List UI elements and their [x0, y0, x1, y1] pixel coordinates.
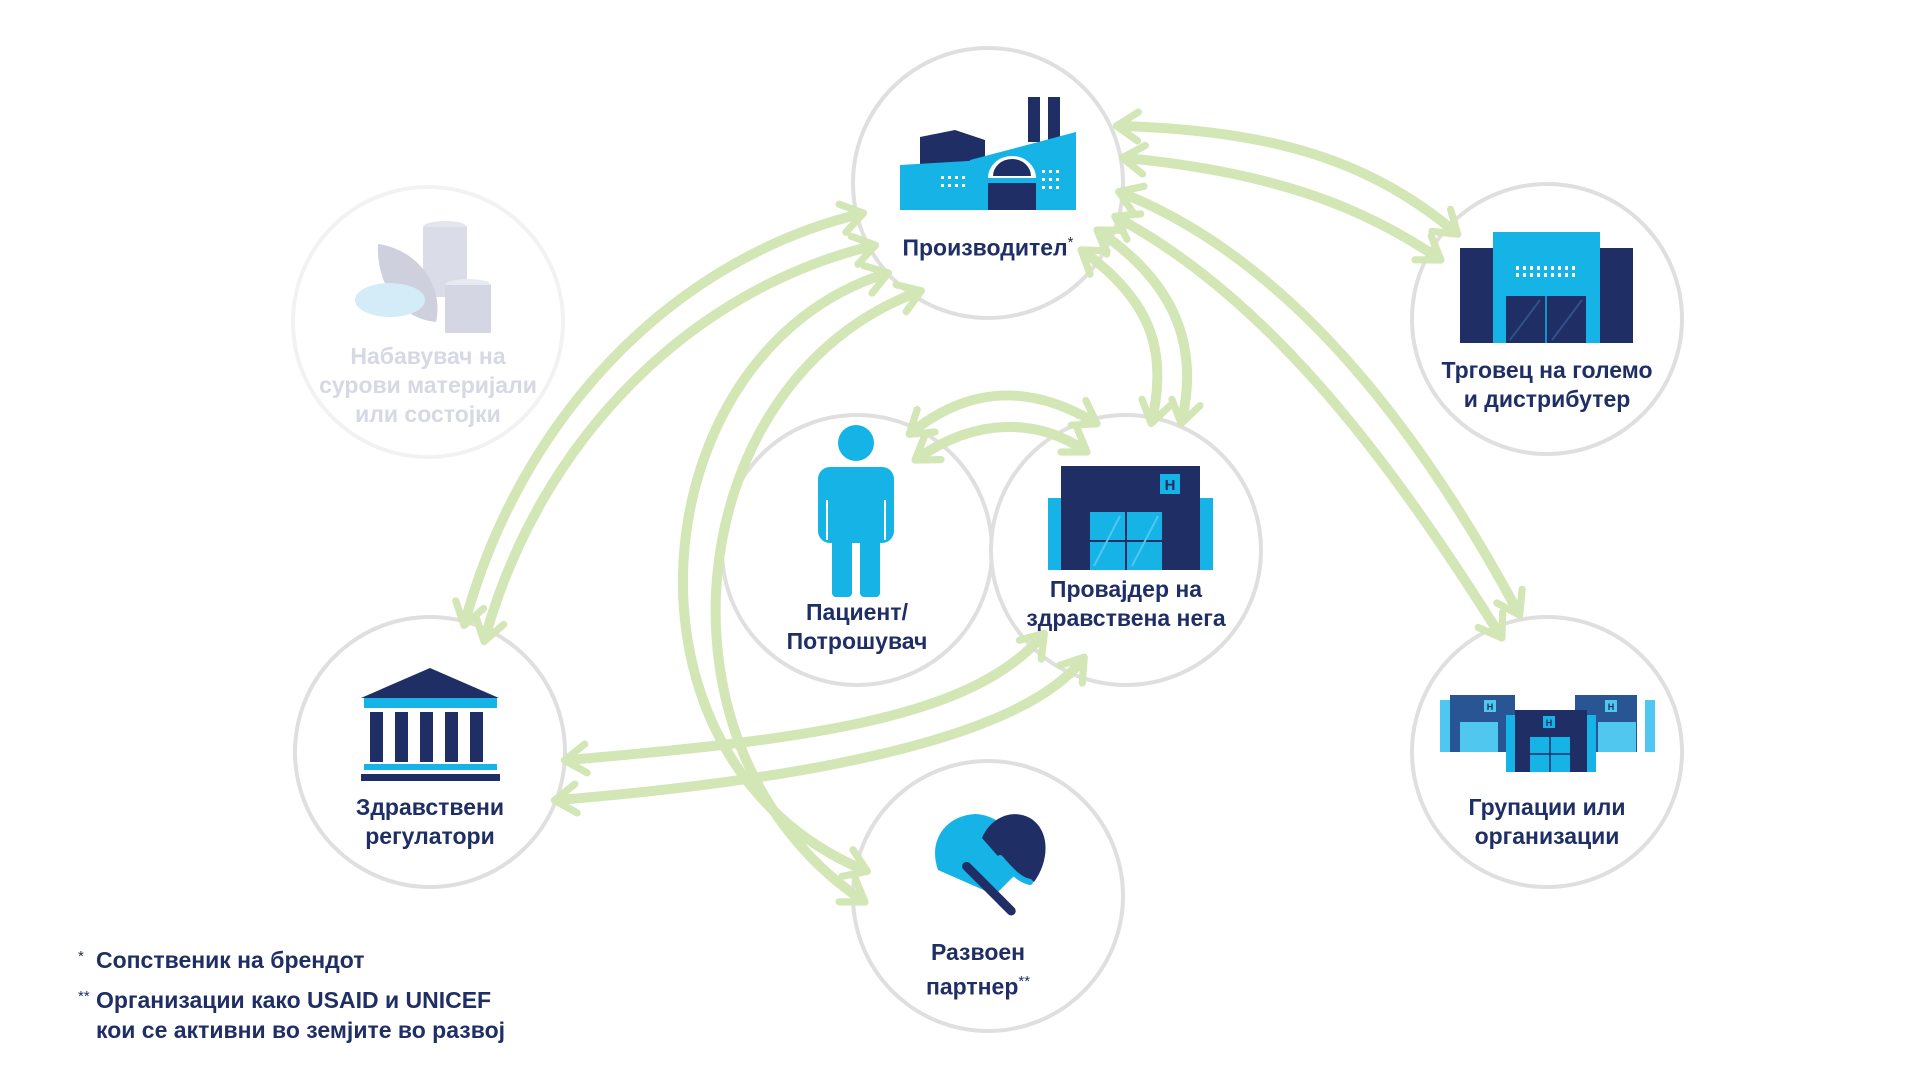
arrow-patient-provider-lower	[911, 422, 1091, 464]
arrow-manufacturer-partner-inner	[710, 281, 925, 906]
hospital-icon: H	[1048, 466, 1213, 570]
raw-supplier-line-1: Набавувач на	[350, 343, 506, 369]
arrow-manufacturer-regulators-inner	[472, 232, 880, 646]
raw-materials-icon	[355, 221, 491, 333]
provider-line-2: здравствена нега	[1026, 605, 1226, 631]
patient-line-2: Потрошувач	[786, 628, 928, 654]
regulators-line-2: регулатори	[365, 823, 495, 849]
handshake-icon	[935, 814, 1046, 916]
footnote-brand-owner: * Сопственик на брендот	[78, 945, 365, 975]
raw-supplier-line-2: сурови материјали	[319, 372, 537, 398]
arrow-manufacturer-provider-2	[1077, 246, 1174, 428]
partner-line-2-text: партнер	[925, 973, 1019, 1000]
partner-label: Развоен партнер**	[878, 938, 1078, 1002]
arrow-manufacturer-wholesaler-lower	[1118, 141, 1445, 264]
relationship-arrows	[452, 108, 1526, 906]
footnote-1-mark: *	[78, 948, 84, 965]
arrow-provider-regulators-lower	[550, 653, 1088, 817]
hospital-group-icon: H H H	[1440, 695, 1655, 772]
groups-line-1: Групации или	[1468, 794, 1626, 820]
provider-line-1: Провајдер на	[1049, 576, 1203, 602]
raw-supplier-line-3: или состојки	[355, 401, 501, 427]
arrow-patient-provider-upper	[905, 390, 1101, 438]
warehouse-icon	[1460, 232, 1633, 343]
partner-line-2: партнер**	[878, 967, 1078, 1002]
partner-line-1: Развоен	[930, 939, 1026, 965]
provider-label: Провајдер на здравствена нега	[1001, 575, 1251, 633]
regulators-line-1: Здравствени	[355, 794, 505, 820]
factory-icon	[900, 97, 1076, 210]
footnote-1-text: Сопственик на брендот	[96, 947, 365, 973]
regulators-label: Здравствени регулатори	[320, 793, 540, 851]
svg-text:H: H	[1546, 718, 1553, 728]
manufacturer-sup: *	[1067, 234, 1074, 251]
patient-line-1: Пациент/	[806, 599, 908, 625]
partner-sup: **	[1018, 973, 1031, 990]
manufacturer-label-text: Производител	[902, 234, 1068, 261]
raw-supplier-label: Набавувач на сурови материјали или состо…	[298, 342, 558, 429]
footnote-2-mark: **	[78, 988, 90, 1005]
footnote-development-orgs: ** Организации како USAID и UNICEF кои се…	[78, 985, 505, 1045]
wholesaler-label: Трговец на големо и дистрибутер	[1417, 356, 1677, 414]
wholesaler-line-2: и дистрибутер	[1463, 386, 1631, 412]
footnote-2-line-1: Организации како USAID и UNICEF	[96, 987, 492, 1013]
footnote-2-line-2: кои се активни во земјите во развој	[96, 1017, 506, 1043]
manufacturer-label: Производител*	[868, 228, 1108, 263]
groups-label: Групации или организации	[1432, 793, 1662, 851]
patient-label: Пациент/ Потрошувач	[752, 598, 962, 656]
groups-line-2: организации	[1474, 823, 1620, 849]
svg-text:H: H	[1165, 477, 1176, 494]
svg-text:H: H	[1608, 702, 1615, 712]
government-building-icon	[361, 668, 500, 781]
wholesaler-line-1: Трговец на големо	[1441, 357, 1653, 383]
person-icon	[818, 425, 894, 597]
svg-text:H: H	[1487, 702, 1494, 712]
